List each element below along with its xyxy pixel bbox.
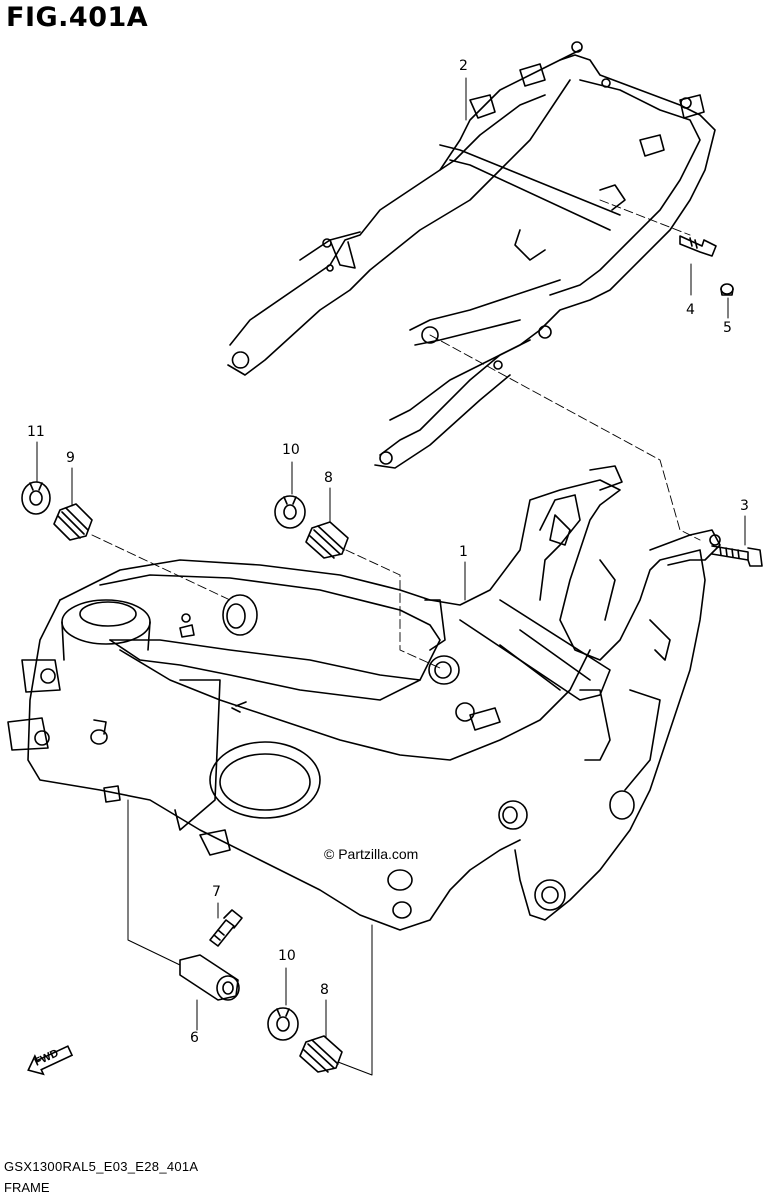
callout-11: 11	[27, 424, 45, 440]
spacer-11-drawing	[21, 481, 51, 515]
bolt-4-drawing	[679, 235, 717, 257]
spacer-10b-drawing	[267, 1007, 299, 1041]
callout-4: 4	[686, 302, 695, 318]
callout-5: 5	[723, 320, 732, 336]
bushing-9-drawing	[53, 503, 93, 541]
callout-7: 7	[212, 884, 221, 900]
watermark: © Partzilla.com	[324, 846, 419, 862]
bushing-8b-drawing	[299, 1035, 343, 1073]
callout-6: 6	[190, 1030, 199, 1046]
seat-rail-subframe	[227, 41, 716, 469]
callout-9: 9	[66, 450, 75, 466]
callout-2: 2	[459, 58, 468, 74]
callout-3: 3	[740, 498, 749, 514]
callout-8-lower: 8	[320, 982, 329, 998]
bolt-3-drawing	[711, 545, 763, 567]
cap-5-drawing	[720, 283, 734, 296]
forward-arrow-icon	[27, 1045, 74, 1076]
spacer-10a-drawing	[274, 495, 306, 529]
section-name: FRAME	[4, 1180, 50, 1195]
callout-10-upper: 10	[282, 442, 300, 458]
callout-10-lower: 10	[278, 948, 296, 964]
figure-title: FIG.401A	[6, 2, 149, 33]
bushing-8a-drawing	[305, 521, 349, 559]
bolt-7-drawing	[209, 909, 243, 947]
pipe-6-drawing	[179, 954, 240, 1001]
callout-8-upper: 8	[324, 470, 333, 486]
callout-1: 1	[459, 544, 468, 560]
main-frame	[7, 465, 721, 931]
diagram-code: GSX1300RAL5_E03_E28_401A	[4, 1159, 199, 1174]
